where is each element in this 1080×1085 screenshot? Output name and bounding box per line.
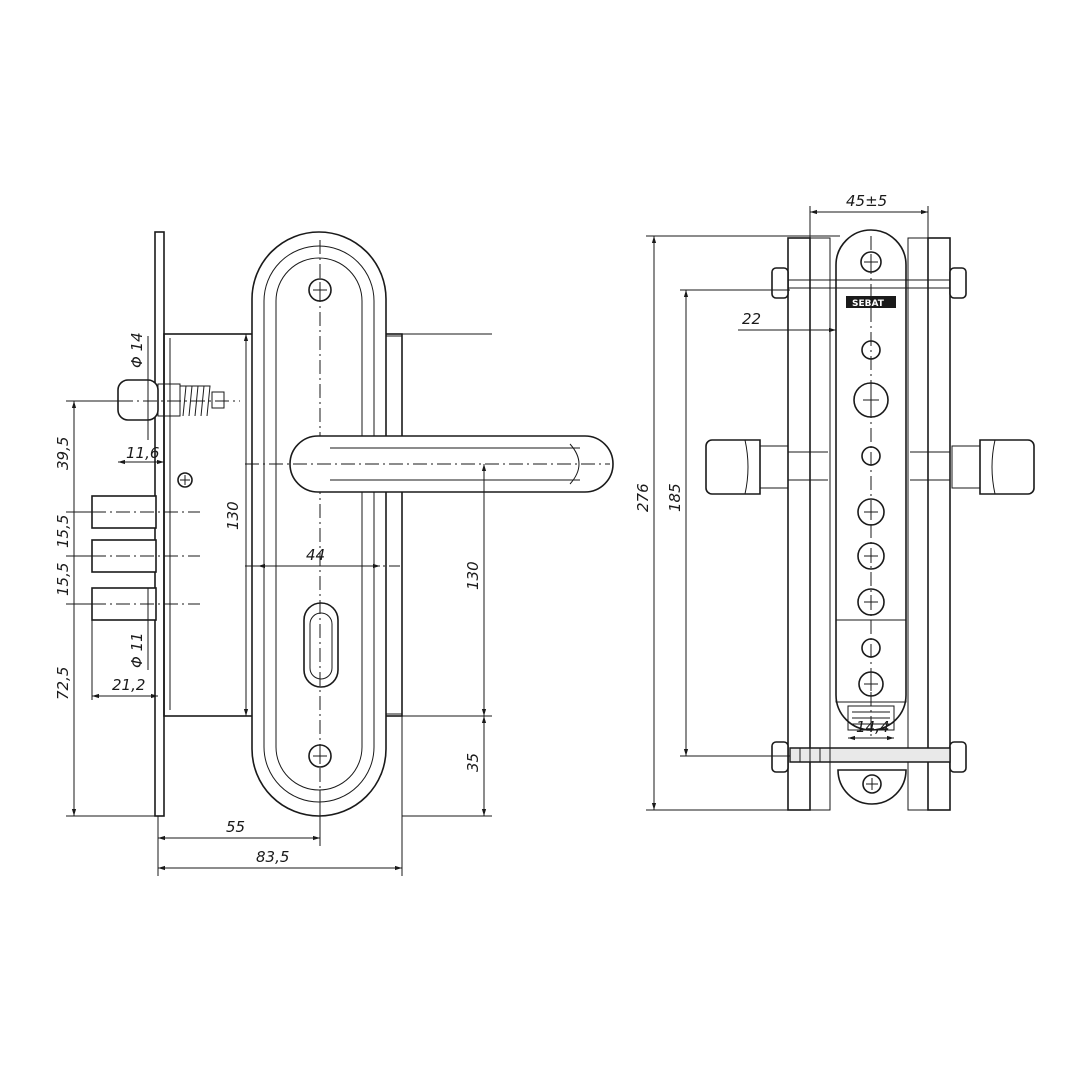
dim-11-6: 11,6 [126,444,159,462]
right-outer-plate [927,237,951,811]
dim-d14: Φ 14 [128,332,146,368]
dim-130-body: 130 [224,501,242,530]
lever-handle [289,435,614,493]
escutcheon-plate [251,231,387,845]
left-handle-stub [705,439,789,495]
dim-21-2: 21,2 [112,676,145,694]
dim-276: 276 [634,483,652,512]
cylinder-hole [303,602,339,688]
latch-bolt [117,379,225,421]
dim-39-5: 39,5 [54,437,72,470]
left-outer-plate [787,237,811,811]
dim-15-5-b: 15,5 [54,563,72,596]
deadbolts [91,495,200,621]
dim-44: 44 [306,546,325,564]
dim-185: 185 [666,483,684,512]
dim-14-4: 14,4 [856,718,889,736]
dim-35: 35 [464,753,482,772]
dim-55: 55 [226,818,245,836]
dim-83-5: 83,5 [256,848,289,866]
bottom-tie-bolt [771,741,967,773]
dim-22: 22 [742,310,761,328]
right-handle-stub [951,439,1035,495]
dim-d11: Φ 11 [128,632,146,668]
dim-45-5: 45±5 [846,192,887,210]
dim-72-5: 72,5 [54,667,72,700]
dim-15-5-a: 15,5 [54,515,72,548]
body-screw [177,472,193,488]
left-view: Φ 14 39,5 11,6 15,5 15,5 Φ 11 72,5 21,2 … [54,231,614,876]
dim-130-right: 130 [464,561,482,590]
right-view: SEBAT [634,192,1035,811]
brand-text: SEBAT [852,299,885,309]
